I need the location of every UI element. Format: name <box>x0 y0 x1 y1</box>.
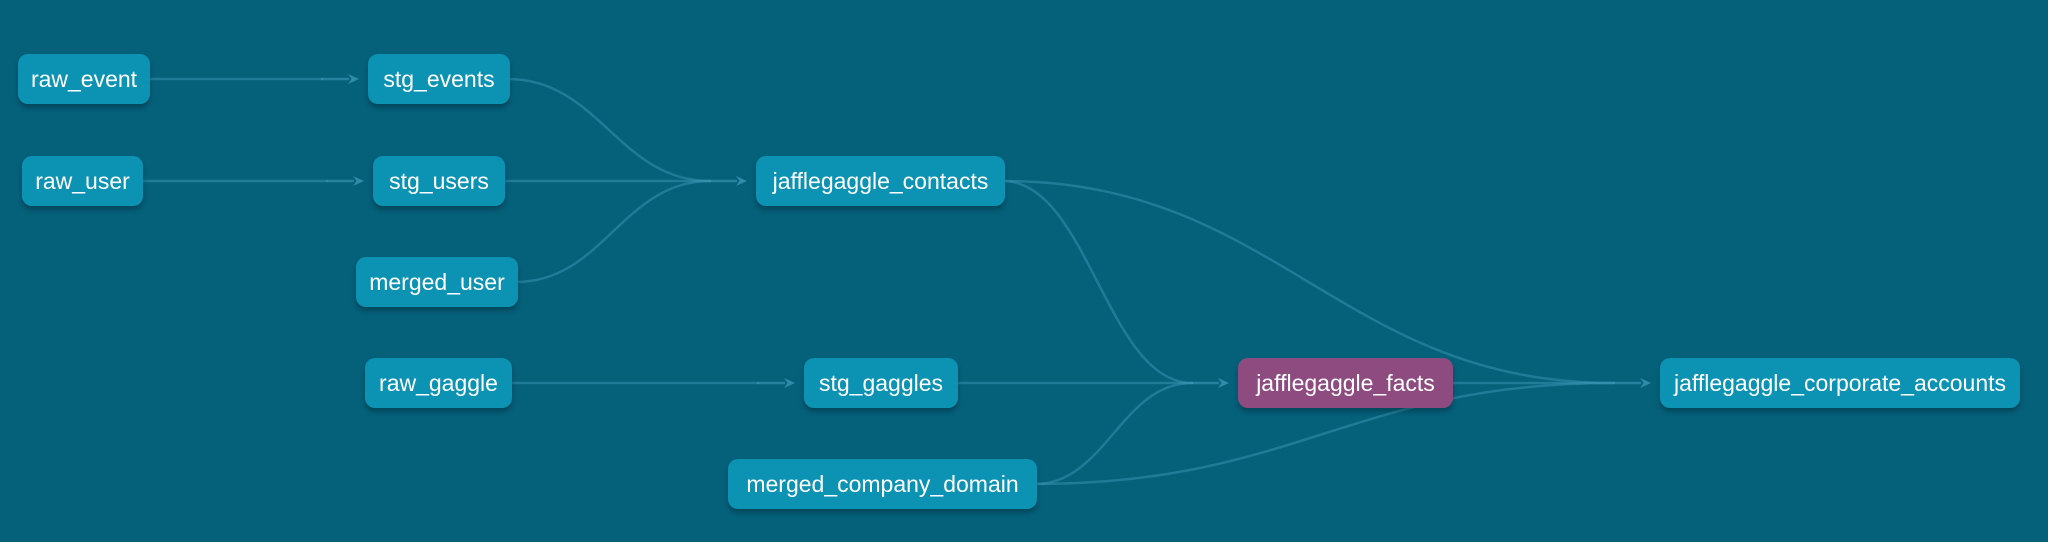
graph-node-stg_users[interactable]: stg_users <box>373 156 505 206</box>
graph-node-raw_gaggle[interactable]: raw_gaggle <box>365 358 512 408</box>
lineage-edge <box>1001 179 1616 385</box>
graph-node-jafflegaggle_facts[interactable]: jafflegaggle_facts <box>1238 358 1453 408</box>
graph-node-merged_company_domain[interactable]: merged_company_domain <box>728 459 1037 509</box>
lineage-edge <box>506 77 712 183</box>
graph-node-merged_user[interactable]: merged_user <box>356 257 518 307</box>
graph-node-raw_user[interactable]: raw_user <box>22 156 143 206</box>
lineage-edge <box>514 179 712 284</box>
graph-node-jafflegaggle_contacts[interactable]: jafflegaggle_contacts <box>756 156 1005 206</box>
lineage-edge <box>1033 381 1194 486</box>
graph-node-jafflegaggle_corporate_accounts[interactable]: jafflegaggle_corporate_accounts <box>1660 358 2020 408</box>
graph-node-stg_gaggles[interactable]: stg_gaggles <box>804 358 958 408</box>
lineage-edge <box>1033 381 1616 486</box>
lineage-edge <box>1001 179 1194 385</box>
graph-node-stg_events[interactable]: stg_events <box>368 54 510 104</box>
graph-node-raw_event[interactable]: raw_event <box>18 54 150 104</box>
